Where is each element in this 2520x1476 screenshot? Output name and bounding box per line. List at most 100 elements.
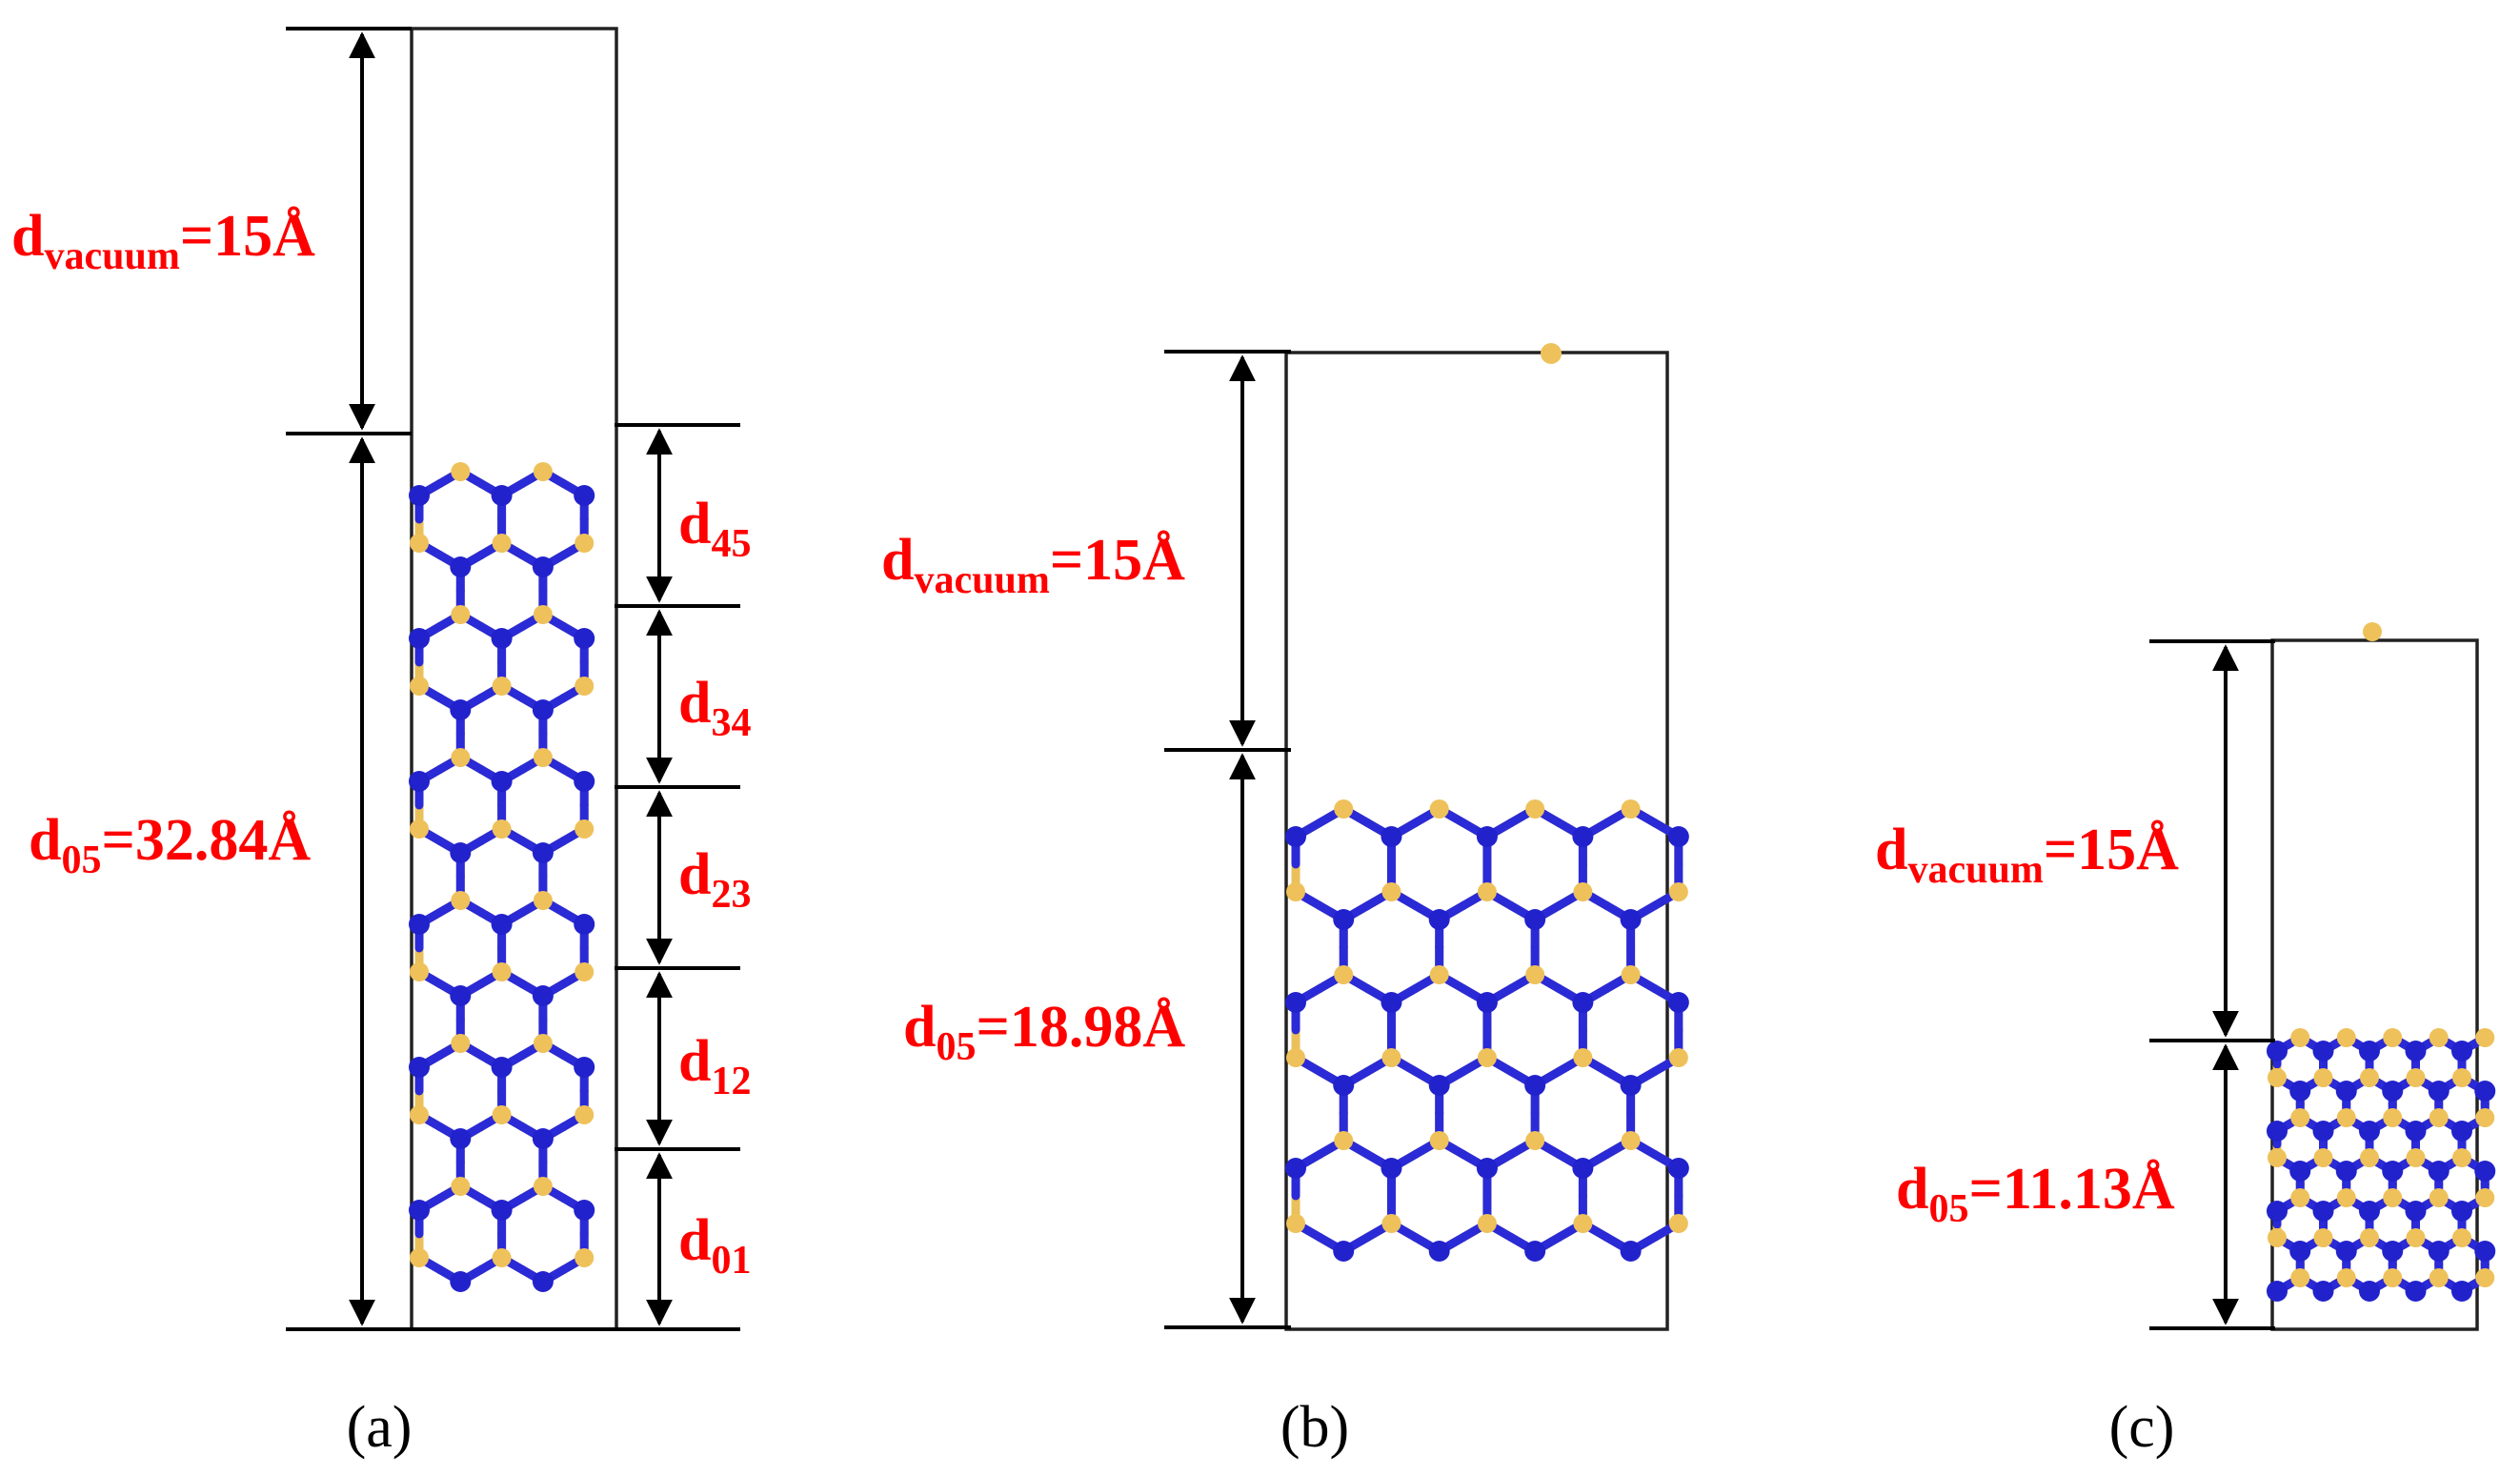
atom-blue [2450, 1201, 2472, 1222]
layer-label-d34: d34 [678, 671, 751, 745]
atom-yellow [575, 677, 595, 696]
panel-a: dvacuum=15Å d05=32.84Å d45 d34 d23 d12 d… [11, 27, 751, 1460]
atom-blue [2405, 1281, 2427, 1302]
dimension-lines-b [1164, 350, 1291, 1329]
atom-blue [1667, 826, 1689, 847]
atom-yellow [1286, 1048, 1305, 1067]
atom-yellow [492, 962, 512, 981]
atom-blue [491, 914, 513, 935]
atom-blue [2428, 1241, 2449, 1262]
atom-blue [574, 1057, 595, 1078]
atom-yellow [2359, 1148, 2379, 1167]
atom-blue [532, 985, 554, 1006]
atom-blue [2428, 1161, 2449, 1182]
atom-yellow [2313, 1068, 2333, 1087]
atom-yellow [2268, 1148, 2287, 1167]
atom-blue [1428, 1075, 1450, 1096]
atom-yellow [492, 819, 512, 839]
atom-yellow [1334, 1131, 1354, 1150]
layer-label-d23: d23 [678, 842, 751, 917]
atom-yellow [2290, 1108, 2310, 1127]
atom-blue [2450, 1281, 2472, 1302]
atom-blue [2405, 1121, 2427, 1142]
atom-yellow [1668, 882, 1688, 901]
atom-blue [2358, 1041, 2380, 1062]
atom-blue [450, 699, 472, 720]
atom-yellow [2475, 1268, 2495, 1287]
atom-blue [2358, 1201, 2380, 1222]
atom-blue [491, 771, 513, 792]
atom-blue [2312, 1281, 2334, 1302]
atom-yellow [451, 462, 471, 481]
atom-yellow [1525, 1131, 1545, 1150]
atom-blue [1333, 909, 1355, 930]
atom-blue [532, 556, 554, 577]
atom-blue [2382, 1241, 2404, 1262]
atom-yellow [410, 1248, 429, 1267]
atom-yellow [2268, 1228, 2287, 1247]
atom-blue [1381, 826, 1402, 847]
atom-blue [574, 485, 595, 506]
unit-cell-b [1284, 351, 1669, 1331]
panel-b: dvacuum=15Å d05=18.98Å (b) [881, 343, 1689, 1460]
atom-yellow [2359, 1068, 2379, 1087]
vacuum-label-a: dvacuum=15Å [11, 204, 315, 278]
atom-yellow [1621, 1131, 1641, 1150]
atom-blue [2405, 1041, 2427, 1062]
atom-blue [450, 842, 472, 863]
atom-blue [532, 842, 554, 863]
atom-yellow [410, 1105, 429, 1124]
atom-blue [409, 628, 430, 649]
surface-atom-b [1541, 343, 1562, 364]
atom-blue [532, 699, 554, 720]
atom-blue [2289, 1081, 2311, 1102]
atom-yellow [492, 1248, 512, 1267]
atom-yellow [1286, 882, 1305, 901]
atom-yellow [410, 534, 429, 553]
atom-yellow [575, 1105, 595, 1124]
atom-yellow [410, 819, 429, 839]
atom-blue [574, 914, 595, 935]
thickness-label-b: d05=18.98Å [903, 995, 1185, 1069]
atom-blue [409, 1200, 430, 1221]
atom-yellow [1525, 799, 1545, 819]
atom-yellow [2475, 1188, 2495, 1207]
atom-yellow [2383, 1108, 2403, 1127]
atom-yellow [2336, 1028, 2356, 1047]
atom-blue [1572, 1158, 1594, 1179]
atom-blue [491, 1057, 513, 1078]
atom-yellow [2429, 1028, 2449, 1047]
atom-blue [2474, 1081, 2496, 1102]
atom-blue [2312, 1121, 2334, 1142]
atom-yellow [1621, 965, 1641, 984]
atom-blue [2267, 1201, 2288, 1222]
atom-yellow [533, 1177, 553, 1196]
atom-blue [2358, 1281, 2380, 1302]
atom-blue [2382, 1081, 2404, 1102]
atom-blue [532, 1271, 554, 1292]
atom-yellow [575, 819, 595, 839]
atom-blue [1572, 992, 1594, 1013]
atom-yellow [533, 891, 553, 910]
atom-yellow [575, 1248, 595, 1267]
layer-label-d12: d12 [678, 1029, 751, 1103]
atom-yellow [451, 748, 471, 767]
structure-b [1285, 799, 1689, 1262]
atom-yellow [1573, 882, 1593, 901]
atom-yellow [1477, 882, 1497, 901]
atom-blue [2450, 1041, 2472, 1062]
atom-blue [1620, 1075, 1642, 1096]
atom-yellow [2336, 1108, 2356, 1127]
atom-yellow [1477, 1048, 1497, 1067]
atom-yellow [1621, 799, 1641, 819]
atom-blue [2267, 1121, 2288, 1142]
atom-yellow [2429, 1268, 2449, 1287]
atom-blue [450, 1271, 472, 1292]
atom-blue [2405, 1201, 2427, 1222]
atom-blue [2428, 1081, 2449, 1102]
atom-yellow [2475, 1108, 2495, 1127]
caption-a: (a) [347, 1395, 413, 1460]
atom-yellow [492, 677, 512, 696]
dimension-lines-c [2149, 639, 2275, 1330]
structure-c [2267, 1028, 2496, 1302]
